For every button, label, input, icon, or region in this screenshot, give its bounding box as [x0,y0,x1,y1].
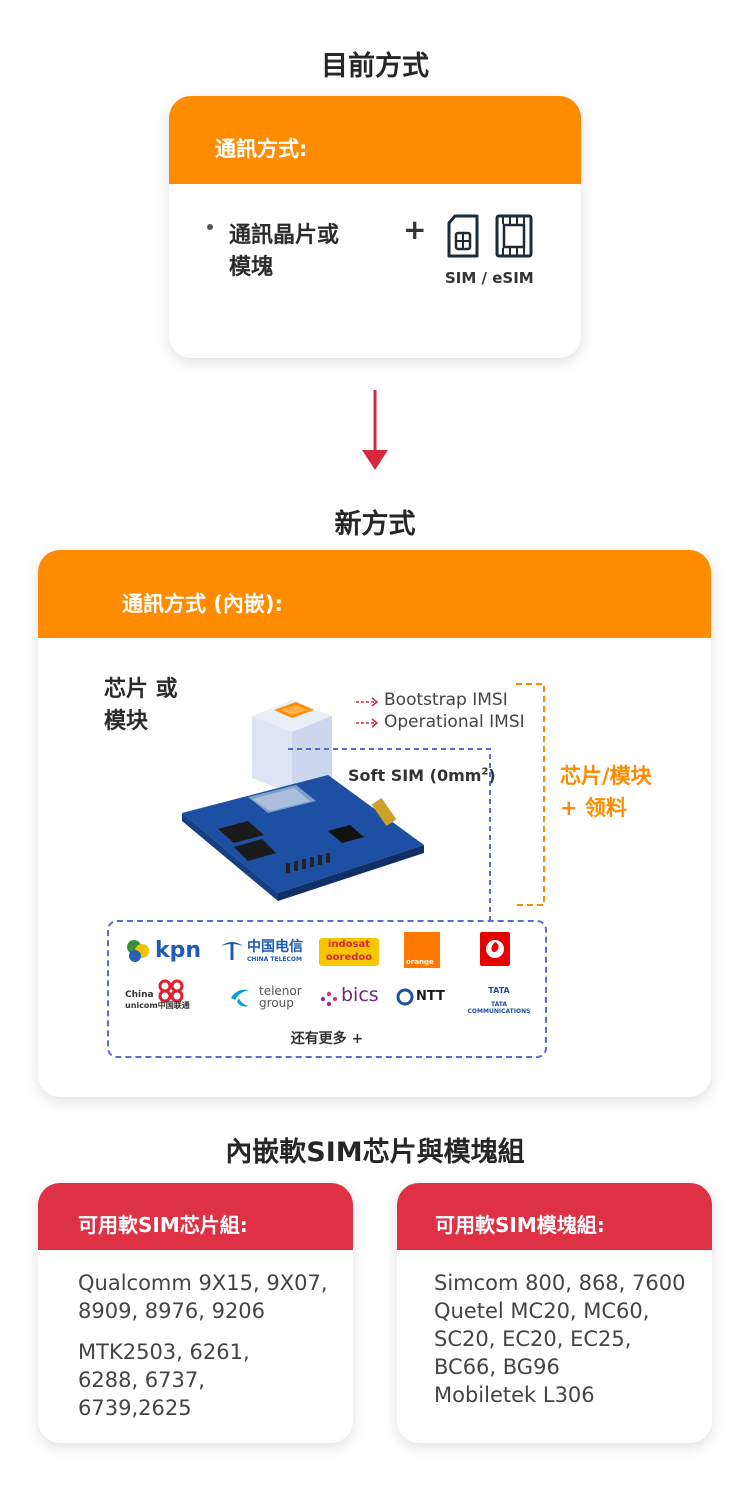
modules-line: Simcom 800, 868, 7600 [434,1271,686,1295]
indosat-logo: indosat ooredoo [319,938,379,966]
telenor-mark-icon [231,989,249,1007]
tata-communications-text: TATA COMMUNICATIONS [467,1001,531,1015]
ntt-text: NTT [416,989,445,1004]
bullet-line-2: 模塊 [229,255,274,280]
soft-sim-text: Soft SIM (0mm [348,766,482,785]
china-unicom-logo: China unicom中国联通 [125,978,197,1014]
ntt-mark-icon [396,988,414,1006]
modules-line: SC20, EC20, EC25, [434,1327,632,1351]
unicom-knot-icon [158,979,184,1003]
orange-bracket [516,683,545,906]
operational-imsi-label: Operational IMSI [384,712,525,732]
current-method-header-label: 通訊方式: [215,137,308,161]
chipsets-qualcomm: Qualcomm 9X15, 9X07, 8909, 8976, 9206 [78,1269,328,1325]
soft-sim-label: Soft SIM (0mm2) [348,766,496,785]
modules-header-label: 可用軟SIM模塊組: [435,1213,605,1237]
bics-text: bics [341,984,379,1006]
china-telecom-mark-icon [221,942,243,960]
operator-logos-box: kpn 中国电信 CHINA TELECOM indosat ooredoo o… [107,920,547,1058]
chip-module-label-line-2: 模块 [104,709,149,734]
imsi-arrows-icon [356,697,379,728]
current-method-card: 通訊方式: 通訊晶片或 模塊 + SIM / eSIM [169,96,581,358]
unicom-text-1: China [125,990,154,1000]
ntt-logo: NTT [396,988,456,1010]
embedded-title: 內嵌軟SIM芯片與模塊組 [225,1137,525,1168]
orange-text: orange [406,958,434,966]
bics-logo: bics [319,984,389,1014]
bullet-dot [207,224,213,230]
down-arrow-icon [362,390,388,470]
kpn-logo: kpn [125,938,201,966]
telenor-group-text: group [259,996,294,1010]
unicom-text-2: unicom中国联通 [125,1001,190,1010]
chipsets-header: 可用軟SIM芯片組: [38,1183,353,1250]
plus-sign: + [403,213,427,246]
current-method-header: 通訊方式: [169,96,581,184]
telenor-logo: telenor group [227,984,307,1014]
chipsets-mtk-line-1: MTK2503, 6261, [78,1340,250,1364]
chipsets-qualcomm-line-2: 8909, 8976, 9206 [78,1299,266,1323]
vodafone-mark-icon [486,940,504,958]
modules-list: Simcom 800, 868, 7600 Quetel MC20, MC60,… [434,1269,685,1409]
dev-board-image [182,775,424,901]
modules-card: 可用軟SIM模塊組: Simcom 800, 868, 7600 Quetel … [397,1183,712,1443]
new-method-title: 新方式 [334,509,416,540]
telenor-text: telenor [259,984,302,998]
soft-sim-cube-icon [252,700,332,794]
soft-sim-connector [288,748,491,920]
esim-chip-icon [495,214,533,258]
modules-line: Mobiletek L306 [434,1383,595,1407]
side-label-line-2: + 领料 [560,796,627,820]
tata-logo: TATA TATA COMMUNICATIONS [459,984,539,1015]
bics-dots-icon [320,991,338,1007]
china-telecom-logo: 中国电信 CHINA TELECOM [219,936,309,968]
new-method-header-label: 通訊方式 (內嵌): [122,592,283,616]
chip-module-label: 芯片 或 模块 [104,674,178,738]
kpn-mark-icon [127,940,149,962]
modules-line: Quetel MC20, MC60, [434,1299,650,1323]
chip-module-supply-label: 芯片/模块 + 领料 [560,760,652,824]
chipsets-mtk-line-3: 6739,2625 [78,1396,192,1420]
soft-sim-close: ) [488,766,496,785]
modules-line: BC66, BG96 [434,1355,560,1379]
bullet-line-1: 通訊晶片或 [229,223,340,248]
current-method-title: 目前方式 [321,51,429,82]
china-telecom-en-text: CHINA TELECOM [247,956,302,963]
new-method-card: 通訊方式 (內嵌): 芯片 或 模块 Bootstrap [38,550,711,1097]
chip-module-label-line-1: 芯片 或 [104,677,178,702]
soft-sim-superscript: 2 [481,766,489,778]
china-telecom-text: 中国电信 [247,939,303,955]
sim-card-icon [447,214,479,258]
chipsets-mtk-line-2: 6288, 6737, [78,1368,205,1392]
indosat-text: indosat [327,939,371,950]
tata-text: TATA [488,986,510,995]
orange-logo: orange [404,932,440,968]
bullet-text: 通訊晶片或 模塊 [229,220,339,284]
chipsets-header-label: 可用軟SIM芯片組: [78,1213,248,1237]
vodafone-logo [480,932,510,966]
more-operators-label: 还有更多 + [290,1031,364,1047]
kpn-text: kpn [155,938,202,963]
modules-header: 可用軟SIM模塊組: [397,1183,712,1250]
side-label-line-1: 芯片/模块 [560,764,652,788]
chipsets-qualcomm-line-1: Qualcomm 9X15, 9X07, [78,1271,328,1295]
new-method-header: 通訊方式 (內嵌): [38,550,711,638]
chipsets-mtk: MTK2503, 6261, 6288, 6737, 6739,2625 [78,1338,250,1422]
bootstrap-imsi-label: Bootstrap IMSI [384,690,508,710]
ooredoo-text: ooredoo [325,952,373,963]
sim-esim-label: SIM / eSIM [445,269,534,287]
chipsets-card: 可用軟SIM芯片組: Qualcomm 9X15, 9X07, 8909, 89… [38,1183,353,1443]
